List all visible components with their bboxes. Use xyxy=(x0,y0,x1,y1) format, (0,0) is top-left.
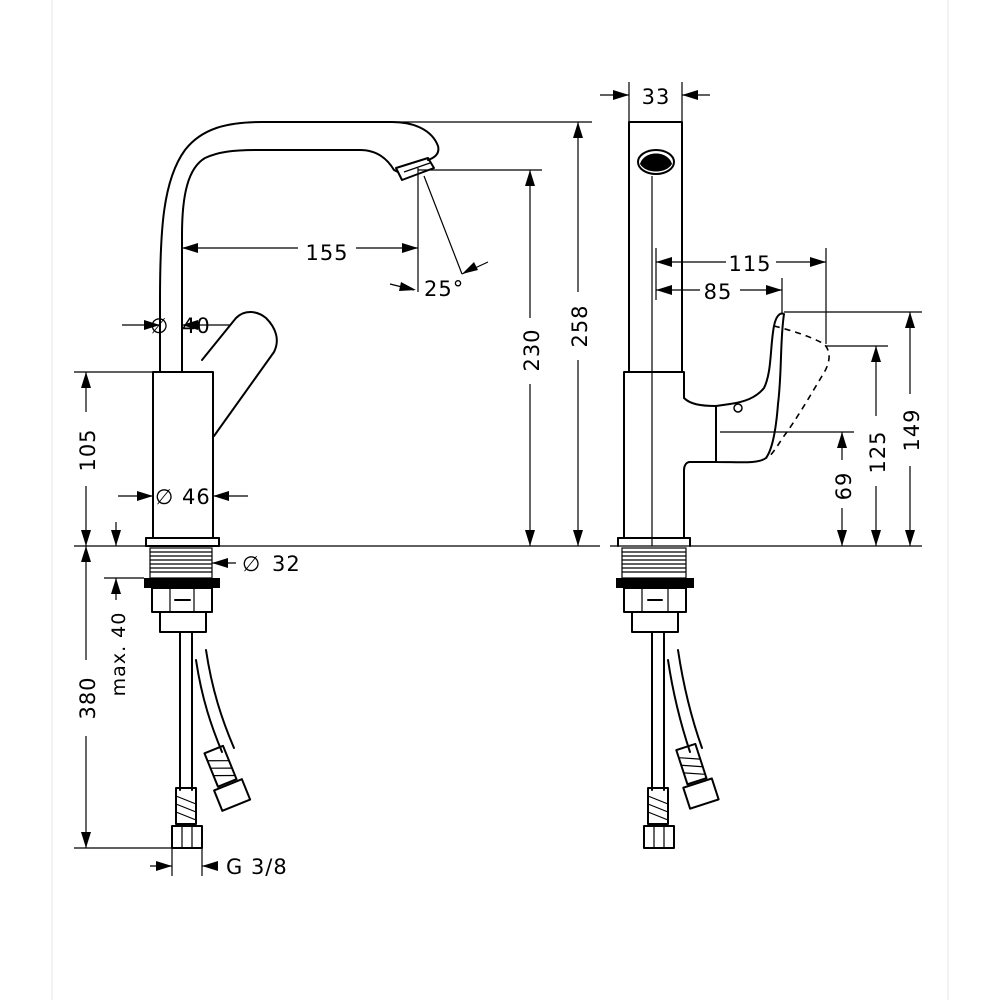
dim-body-height: 105 xyxy=(74,371,153,546)
dim-handle-height-max: 149 xyxy=(784,311,924,546)
dim-reach-label: 155 xyxy=(305,241,348,265)
dim-diameter-symbol-1: ∅ xyxy=(150,314,169,338)
dim-handle-reach: 85 xyxy=(656,278,783,314)
dim-thread-diameter-label: 32 xyxy=(272,552,301,576)
dim-handle-height-mid: 125 xyxy=(826,345,890,546)
dim-diameter-symbol-3: ∅ xyxy=(242,552,261,576)
dim-diameter-symbol-2: ∅ xyxy=(155,485,174,509)
supply-hoses-front xyxy=(643,631,720,849)
tap-body-side xyxy=(145,371,220,547)
side-view: 155 25° ∅ 40 ∅ 46 xyxy=(74,121,600,879)
dim-total-height: 258 xyxy=(398,121,592,546)
dim-body-height-label: 105 xyxy=(76,428,100,471)
dim-spout-width-label: 33 xyxy=(642,85,671,109)
front-view: 33 115 85 149 xyxy=(600,82,924,849)
dim-handle-reach-max-label: 115 xyxy=(728,252,771,276)
tap-body-front xyxy=(617,371,717,547)
supply-hoses-side xyxy=(171,631,252,849)
dim-handle-height-max-label: 149 xyxy=(900,408,924,451)
dim-connector-label: G 3/8 xyxy=(226,855,288,879)
dim-handle-height-mid-label: 125 xyxy=(866,430,890,473)
dim-handle-height-min-label: 69 xyxy=(832,472,856,501)
lever-handle-side xyxy=(201,311,278,437)
mounting-thread-side xyxy=(144,547,220,633)
spout-side xyxy=(159,121,440,373)
dim-body-diameter-label: 46 xyxy=(182,485,211,509)
dim-total-height-label: 258 xyxy=(568,304,592,347)
dim-hose-length-label: 380 xyxy=(76,676,100,719)
spout-front xyxy=(628,121,683,546)
dim-handle-reach-max: 115 xyxy=(655,248,827,344)
lever-handle-front xyxy=(715,312,830,464)
dim-aerator-height: 230 xyxy=(418,169,544,546)
dim-spout-width: 33 xyxy=(600,82,710,122)
dim-connector: G 3/8 xyxy=(150,848,288,879)
dim-hose-length: 380 xyxy=(74,546,176,849)
dim-max-deck-label: max. 40 xyxy=(108,612,130,697)
dim-max-deck: max. 40 xyxy=(104,522,144,696)
dim-body-diameter: ∅ 46 xyxy=(118,485,248,509)
dim-angle-label: 25° xyxy=(424,277,464,301)
dim-aerator-height-label: 230 xyxy=(520,328,544,371)
mounting-thread-front xyxy=(616,547,694,633)
dim-angle: 25° xyxy=(389,175,489,301)
dim-thread-diameter: ∅ 32 xyxy=(212,552,301,576)
dim-reach: 155 xyxy=(182,168,419,292)
dim-handle-height-min: 69 xyxy=(720,431,856,546)
dim-spout-diameter: ∅ 40 xyxy=(122,300,230,372)
dim-spout-diameter-label: 40 xyxy=(182,314,211,338)
dim-handle-reach-label: 85 xyxy=(704,280,733,304)
